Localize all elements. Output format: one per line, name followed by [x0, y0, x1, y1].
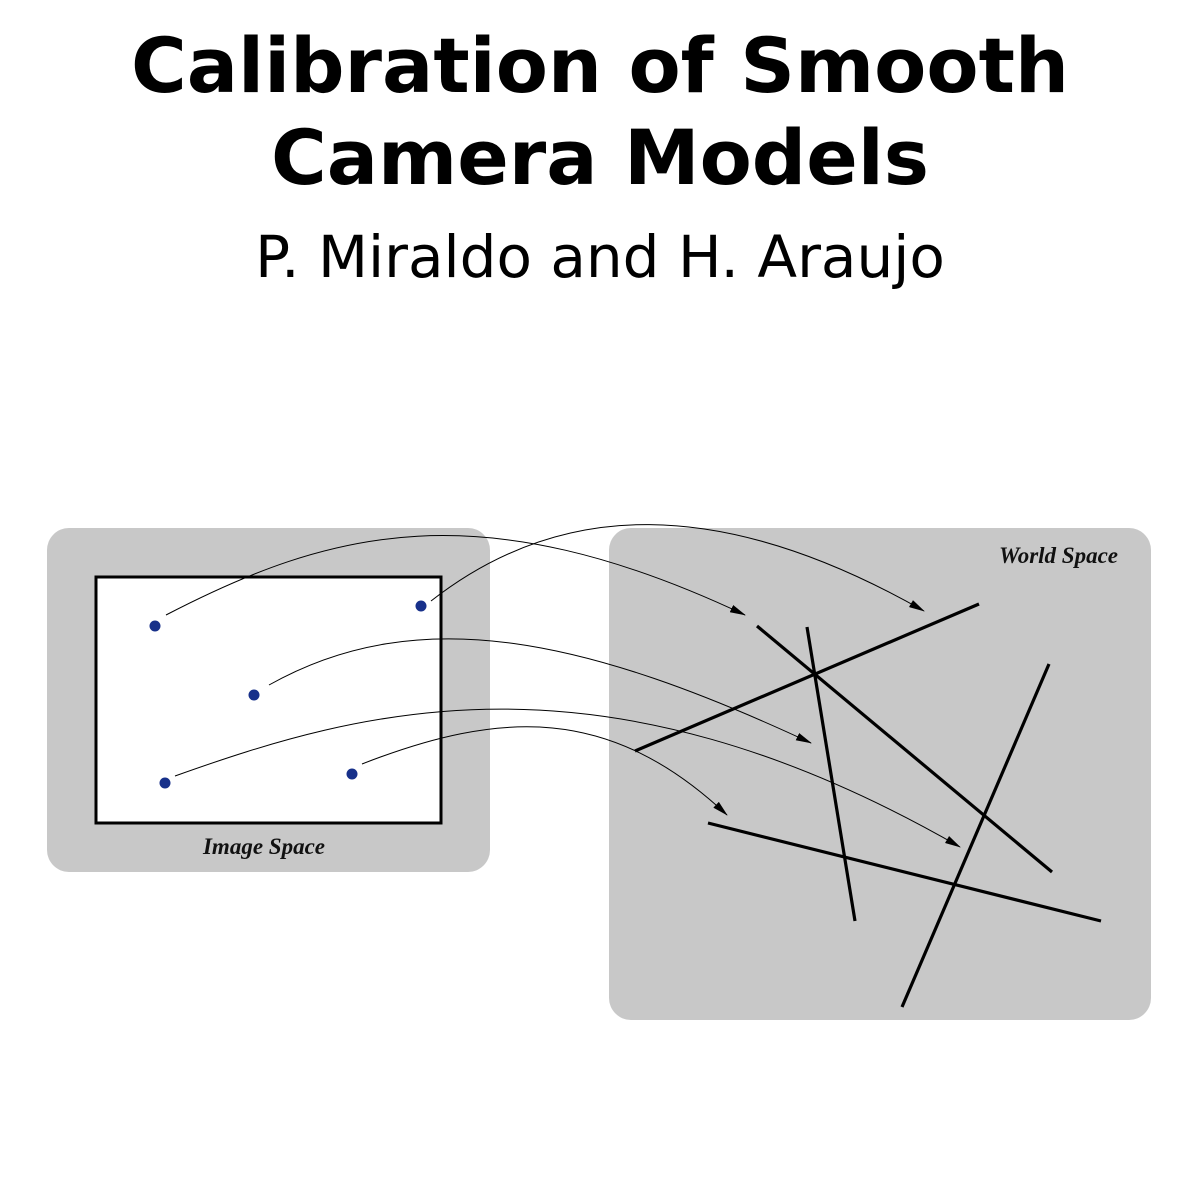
- image-point-2: [415, 600, 427, 612]
- world-line-4: [900, 663, 1051, 1008]
- world-line-1: [634, 602, 980, 753]
- image-plane-frame: [94, 575, 443, 825]
- title-line-1: Calibration of Smooth: [130, 21, 1069, 110]
- mapping-arrow-4: [174, 708, 961, 848]
- world-space-panel: World Space: [609, 528, 1151, 1020]
- mapping-arrow-1: [165, 535, 746, 616]
- image-point-4: [159, 777, 171, 789]
- title-line-2: Camera Models: [270, 113, 930, 202]
- mapping-arrows: [165, 524, 961, 848]
- image-point-5: [346, 768, 358, 780]
- image-points: [149, 600, 427, 789]
- world-line-3: [805, 626, 857, 922]
- image-point-1: [149, 620, 161, 632]
- world-space-background: [609, 528, 1151, 1020]
- world-line-5: [707, 821, 1102, 923]
- world-space-label: World Space: [999, 543, 1118, 568]
- mapping-arrow-2: [430, 524, 925, 612]
- world-line-2: [755, 624, 1054, 874]
- image-point-3: [248, 689, 260, 701]
- mapping-arrow-5: [361, 726, 728, 816]
- image-space-label: Image Space: [202, 834, 325, 859]
- page-title: Calibration of Smooth Camera Models: [0, 20, 1200, 204]
- image-space-panel: Image Space: [47, 528, 490, 872]
- authors: P. Miraldo and H. Araujo: [255, 223, 945, 291]
- mapping-arrow-3: [268, 638, 812, 744]
